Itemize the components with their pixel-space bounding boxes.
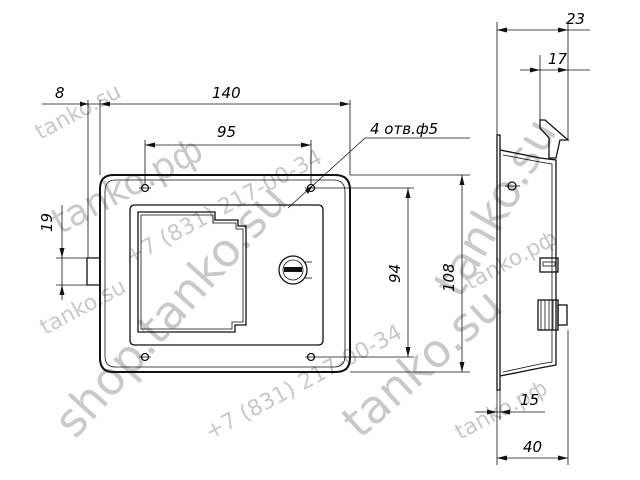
watermark-layer: tanko.su tanko.рф +7 (831) 217-00-34 tan… [31,79,567,448]
dim-handle-height: 19 [38,213,56,232]
arrow-140-left [100,101,110,107]
handle-protrusion [86,257,100,286]
outer-plate-inner-edge [104,179,346,368]
dim-side-body: 17 [548,50,568,68]
arrow-17-right [558,67,568,73]
side-lock-head [557,304,568,326]
front-dimensions: 140 8 95 19 94 108 4 отв. [38,84,470,373]
arrow-40-left [497,455,507,461]
watermark-site-rf-3: tanko.рф [451,376,552,445]
dim-side-total: 23 [566,10,585,28]
dim-hole-spacing-h: 95 [217,123,236,141]
handle-plate [137,211,247,333]
arrow-94-bottom [405,347,411,357]
holes-leader [287,137,366,209]
side-body-inner [502,154,553,373]
dim-side-base: 40 [523,438,542,456]
arrow-15-right [500,409,510,415]
front-view [86,174,351,373]
dim-hole-spacing-v: 94 [386,264,404,283]
arrow-19-top [59,248,65,258]
dim-side-flange: 15 [520,391,539,409]
recess [129,204,324,346]
dim-overall-height: 108 [440,263,458,292]
side-lock-tab [539,257,559,273]
outer-plate [99,174,351,373]
arrow-108-bottom [459,362,465,372]
side-top-lip [539,119,570,159]
arrow-23-left [497,27,507,33]
arrow-19-bottom [59,285,65,295]
side-dimensions: 23 17 15 40 [475,10,590,465]
arrow-15-left [487,409,497,415]
side-body [499,149,557,377]
dim-overall-width: 140 [212,84,241,102]
arrow-95-left [145,142,155,148]
arrow-108-top [459,175,465,185]
arrow-94-top [405,188,411,198]
lock-key-slot [284,267,302,272]
arrow-17-left [530,67,540,73]
holes-leader-arrow [305,185,313,194]
lock-outer [278,255,308,285]
arrow-140-right [340,101,350,107]
arrow-95-right [301,142,311,148]
arrow-8-left [80,101,88,107]
holes-note: 4 отв.ф5 [370,120,438,138]
lock-inner [282,259,304,281]
arrow-40-right [558,455,568,461]
watermark-site-su-1: tanko.su [31,79,125,145]
side-lock-tab-inner [542,261,556,267]
dim-offset-left: 8 [55,84,65,102]
arrow-23-right [558,27,568,33]
handle-plate-inner [140,214,244,330]
